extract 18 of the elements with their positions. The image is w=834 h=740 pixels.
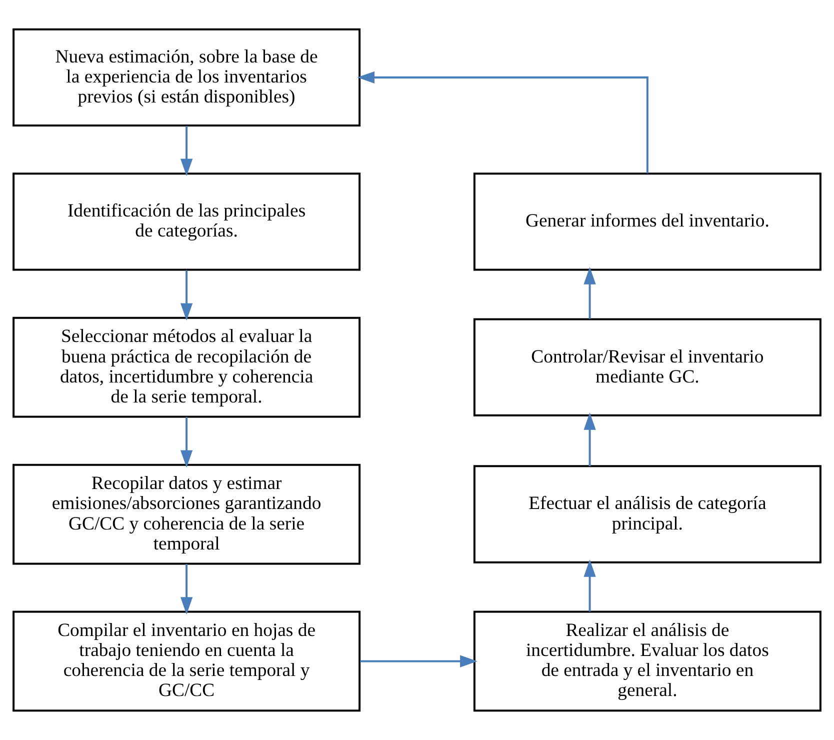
node-box: Nueva estimación, sobre la base de la experiencia de los inventarios previos (si están disponibles) bbox=[12, 28, 361, 127]
node-box: Seleccionar métodos al evaluar la buena práctica de recopilación de datos, incertidumbre y coherencia de la serie temporal. bbox=[12, 316, 361, 418]
node-box: Realizar el análisis de incertidumbre. Evaluar los datos de entrada y el inventario en general. bbox=[473, 610, 822, 712]
node-box: Compilar el inventario en hojas de trabajo teniendo en cuenta la coherencia de la serie temporal y GC/CC bbox=[12, 610, 361, 712]
node-box: Efectuar el análisis de categoría principal. bbox=[473, 465, 822, 564]
arrow bbox=[360, 655, 478, 668]
node-box: Controlar/Revisar el inventario mediante GC. bbox=[473, 318, 822, 416]
node-box: Identificación de las principales de categorías. bbox=[12, 172, 361, 271]
arrow bbox=[584, 266, 596, 319]
node-box: Generar informes del inventario. bbox=[473, 172, 822, 271]
arrow bbox=[180, 126, 193, 176]
arrow bbox=[584, 412, 596, 466]
arrow bbox=[180, 270, 193, 321]
arrow bbox=[357, 71, 648, 174]
node-box: Recopilar datos y estimar emisiones/absorciones garantizando GC/CC y coherencia de la serie temporal bbox=[12, 464, 361, 565]
arrow bbox=[180, 417, 193, 468]
arrow bbox=[180, 564, 193, 615]
arrow bbox=[584, 559, 596, 612]
